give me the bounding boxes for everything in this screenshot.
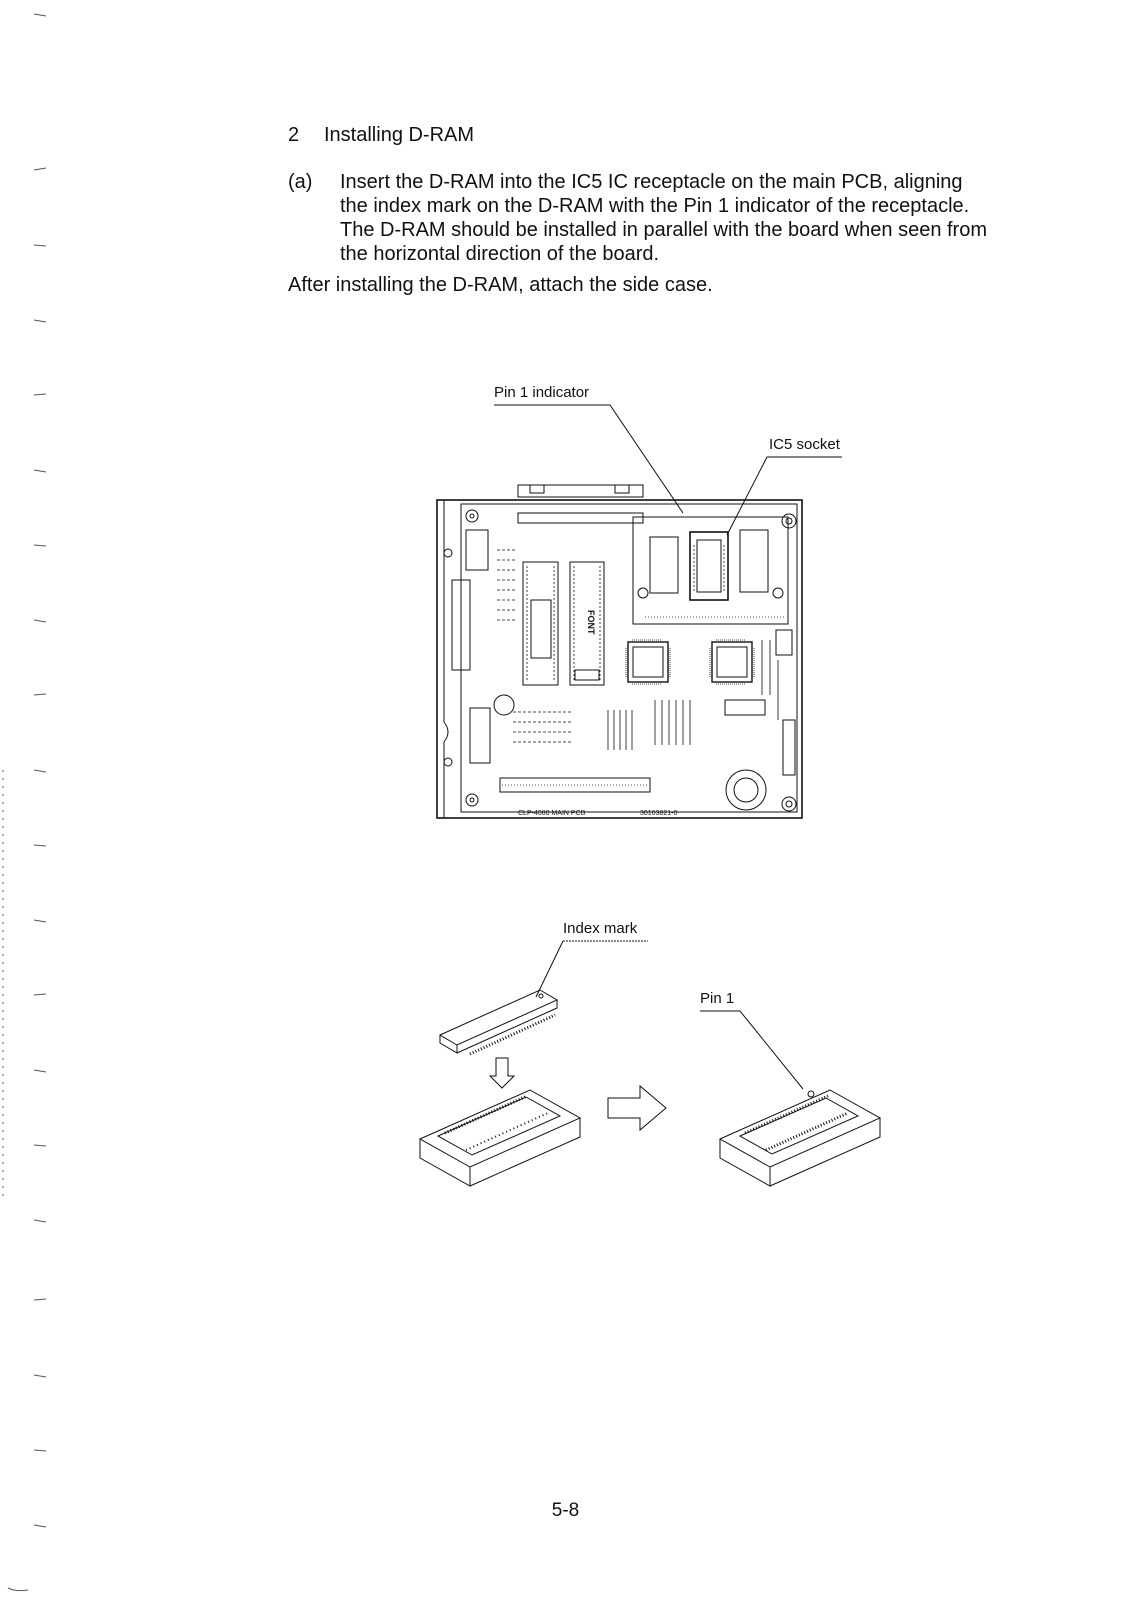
- section-heading: 2 Installing D-RAM: [288, 124, 474, 147]
- index-mark-leader: [535, 940, 564, 998]
- right-arrow-icon: [607, 1084, 667, 1132]
- pin1-callout: Pin 1: [700, 990, 735, 1007]
- pcb-name-label: CLP-4080 MAIN PCB: [518, 810, 586, 817]
- left-socket-drawing: [418, 1089, 582, 1187]
- step-text: Insert the D-RAM into the IC5 IC recepta…: [340, 171, 988, 265]
- section-title: Installing D-RAM: [324, 124, 475, 146]
- pin1-leader: [700, 1010, 804, 1090]
- scan-edge-marks: [2, 13, 47, 1592]
- step-a: (a) Insert the D-RAM into the IC5 IC rec…: [288, 170, 988, 266]
- after-instruction: After installing the D-RAM, attach the s…: [288, 274, 713, 296]
- page-number: 5-8: [551, 1500, 580, 1521]
- ic5-socket-callout: IC5 socket: [769, 436, 840, 453]
- pin1-indicator-leader: [494, 404, 684, 514]
- font-chip-label: FONT: [586, 610, 596, 635]
- down-arrow-icon: [488, 1057, 516, 1089]
- pcb-code-label: 30103821-0: [640, 810, 677, 817]
- section-number: 2: [288, 124, 300, 146]
- pin1-indicator-callout: Pin 1 indicator: [494, 384, 590, 401]
- right-socket-drawing: [718, 1089, 882, 1187]
- step-label: (a): [288, 171, 313, 193]
- ic5-socket-drawing: [689, 531, 729, 601]
- ic5-socket-leader: [726, 456, 842, 536]
- index-mark-callout: Index mark: [563, 920, 638, 937]
- dram-chip-drawing: [438, 989, 559, 1056]
